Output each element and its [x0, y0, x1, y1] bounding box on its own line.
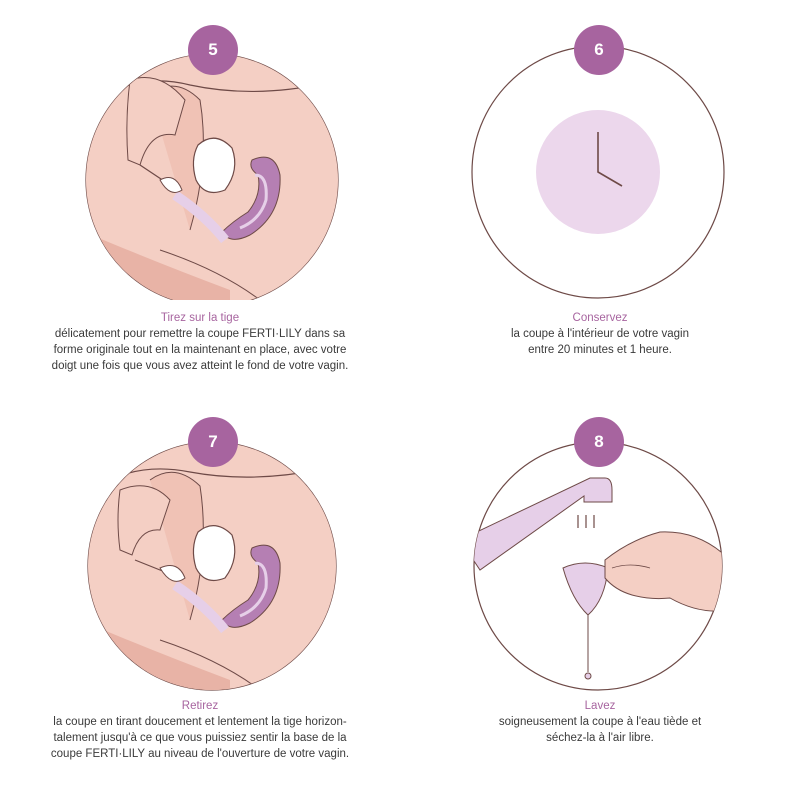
step-7: 7 Retirez la coupe en tirant doucement e…: [0, 400, 400, 800]
step-title: Lavez: [584, 700, 616, 712]
step-caption: Lavez soigneusement la coupe à l'eau tiè…: [400, 698, 800, 746]
step-5: 5 Tirez sur la tige délicatement pour re…: [0, 0, 400, 400]
step-caption: Retirez la coupe en tirant doucement et …: [0, 698, 400, 762]
step-6: 6 Conservez la coupe à l'intérieur de vo…: [400, 0, 800, 400]
caption-line: forme originale tout en la maintenant en…: [53, 344, 347, 356]
caption-line: doigt une fois que vous avez atteint le …: [51, 360, 349, 372]
step-title: Tirez sur la tige: [160, 312, 240, 324]
step-caption: Conservez la coupe à l'intérieur de votr…: [400, 310, 800, 358]
caption-line: soigneusement la coupe à l'eau tiède et: [498, 716, 702, 728]
insertion-anatomy-illustration: [85, 53, 339, 300]
step-number-badge: 6: [574, 25, 624, 75]
step-8: 8 Lavez soigneusement la coupe à l'eau t…: [400, 400, 800, 800]
step-number-badge: 5: [188, 25, 238, 75]
removal-anatomy-illustration: [87, 441, 337, 691]
step-title: Conservez: [572, 312, 628, 324]
caption-line: entre 20 minutes et 1 heure.: [528, 344, 672, 356]
caption-line: coupe FERTI·LILY au niveau de l'ouvertur…: [50, 748, 350, 760]
step-number-badge: 8: [574, 417, 624, 467]
caption-line: la coupe en tirant doucement et lentemen…: [53, 716, 347, 728]
caption-line: séchez-la à l'air libre.: [546, 732, 654, 744]
clock-icon: [471, 45, 725, 299]
caption-line: délicatement pour remettre la coupe FERT…: [54, 328, 346, 340]
step-number-badge: 7: [188, 417, 238, 467]
caption-line: talement jusqu'à ce que vous puissiez se…: [53, 732, 347, 744]
caption-line: la coupe à l'intérieur de votre vagin: [511, 328, 689, 340]
step-caption: Tirez sur la tige délicatement pour reme…: [0, 310, 400, 374]
faucet-rinse-illustration: [473, 441, 723, 691]
step-title: Retirez: [181, 700, 219, 712]
